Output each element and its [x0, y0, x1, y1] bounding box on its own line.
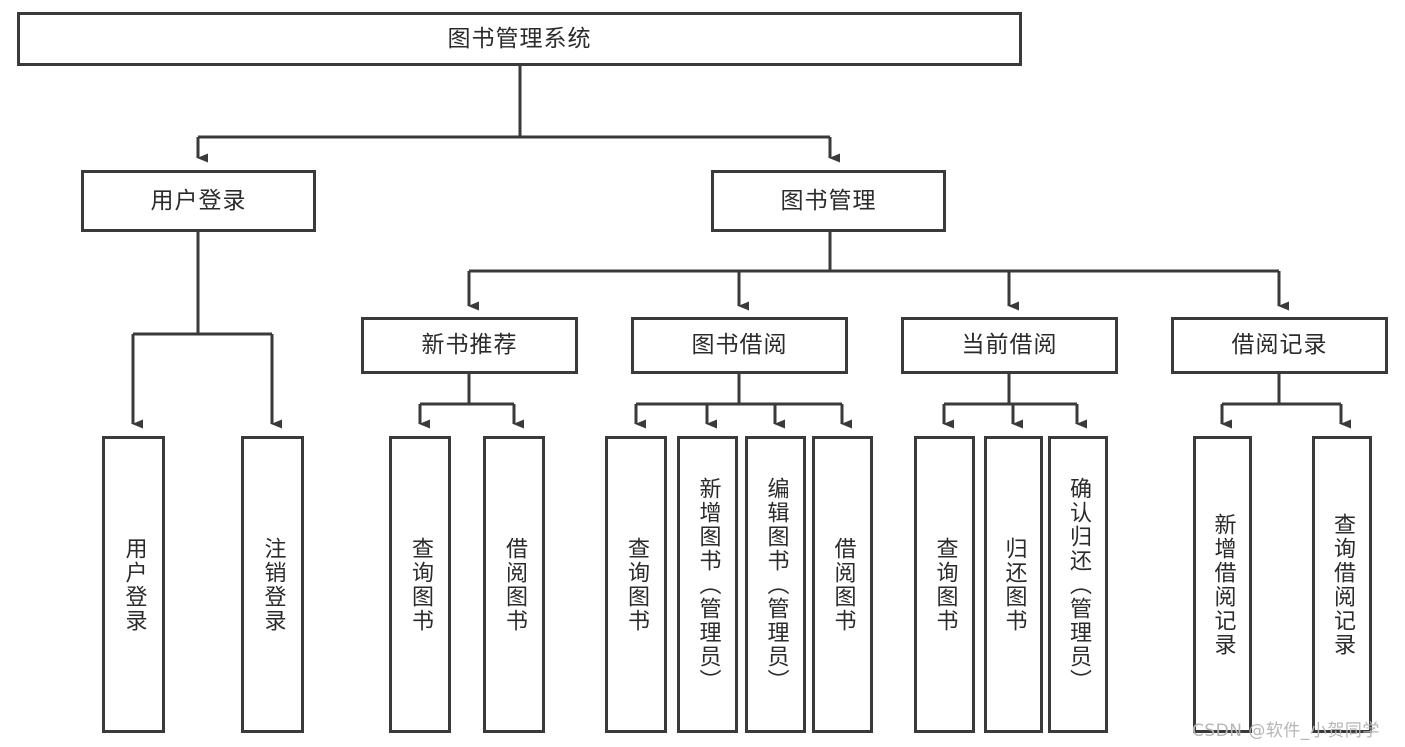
node-label: 编辑图书（管理员）	[763, 476, 789, 693]
node-label: 确认归还（管理员）	[1065, 476, 1091, 693]
leaf-user-login[interactable]: 用户登录	[102, 436, 165, 733]
leaf-edit-book-admin[interactable]: 编辑图书（管理员）	[745, 436, 806, 733]
node-label: 新书推荐	[421, 332, 518, 359]
leaf-query-book-borrow[interactable]: 查询图书	[605, 436, 667, 733]
leaf-confirm-return-admin[interactable]: 确认归还（管理员）	[1048, 436, 1108, 733]
leaf-return-book[interactable]: 归还图书	[984, 436, 1043, 733]
node-label: 归还图书	[1001, 536, 1027, 633]
leaf-query-borrow-record[interactable]: 查询借阅记录	[1312, 436, 1372, 733]
node-label: 图书借阅	[691, 332, 788, 359]
node-label: 借阅图书	[830, 536, 856, 633]
node-label: 新增图书（管理员）	[695, 476, 721, 693]
node-current-borrow[interactable]: 当前借阅	[901, 317, 1118, 374]
node-label: 查询图书	[623, 536, 649, 633]
node-label: 新增借阅记录	[1210, 512, 1236, 657]
leaf-query-book-recommend[interactable]: 查询图书	[389, 436, 451, 733]
node-label: 借阅记录	[1231, 332, 1328, 359]
node-borrow-records[interactable]: 借阅记录	[1171, 317, 1388, 374]
leaf-query-book-current[interactable]: 查询图书	[914, 436, 975, 733]
leaf-add-borrow-record[interactable]: 新增借阅记录	[1193, 436, 1252, 733]
node-book-borrow[interactable]: 图书借阅	[631, 317, 848, 374]
leaf-add-book-admin[interactable]: 新增图书（管理员）	[677, 436, 738, 733]
node-root-system[interactable]: 图书管理系统	[17, 12, 1022, 66]
node-book-management[interactable]: 图书管理	[711, 170, 946, 232]
node-label: 用户登录	[150, 187, 247, 214]
node-label: 查询图书	[407, 536, 433, 633]
node-new-book-recommend[interactable]: 新书推荐	[361, 317, 578, 374]
node-label: 查询图书	[932, 536, 958, 633]
leaf-logout[interactable]: 注销登录	[241, 436, 304, 733]
node-label: 用户登录	[121, 536, 147, 633]
node-label: 注销登录	[260, 536, 286, 633]
node-label: 图书管理	[780, 187, 877, 214]
leaf-borrow-book[interactable]: 借阅图书	[812, 436, 873, 733]
node-user-login[interactable]: 用户登录	[81, 170, 316, 232]
node-label: 借阅图书	[501, 536, 527, 633]
leaf-borrow-book-recommend[interactable]: 借阅图书	[483, 436, 545, 733]
csdn-watermark: CSDN @软件_小贺同学	[1192, 721, 1380, 741]
node-label: 查询借阅记录	[1329, 512, 1355, 657]
node-label: 当前借阅	[961, 332, 1058, 359]
node-label: 图书管理系统	[447, 25, 592, 52]
